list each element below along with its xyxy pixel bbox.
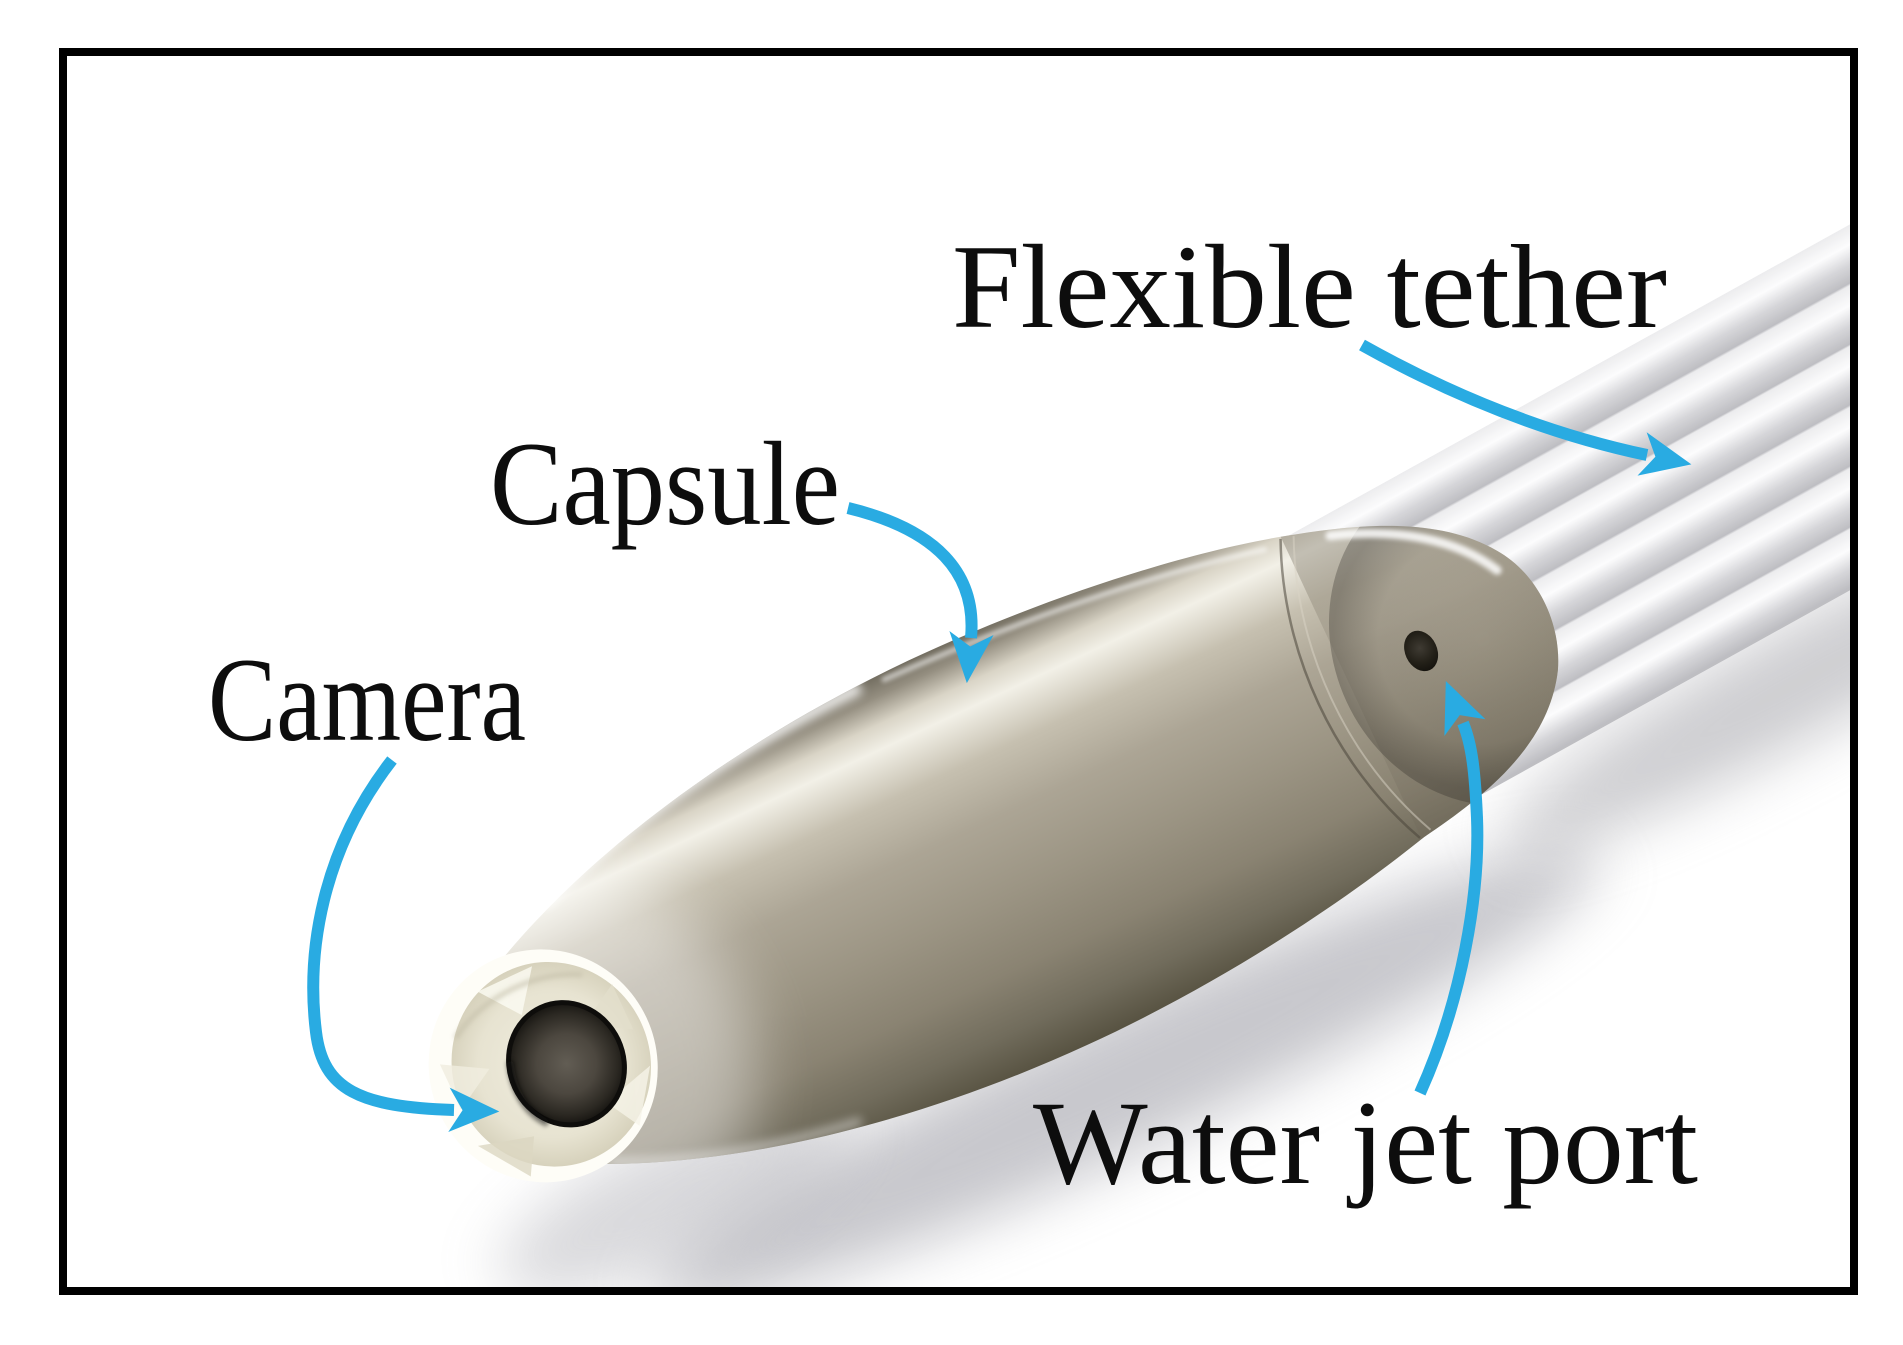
face-inner-shadow (453, 971, 583, 1040)
water-jet-port-hole (1404, 630, 1439, 672)
water-jet-port-arrow (1414, 681, 1486, 1096)
facet (606, 1065, 651, 1126)
tail-seam-line (1279, 538, 1421, 839)
label-water-jet-port: Water jet port (1033, 1076, 1698, 1209)
facet (439, 1064, 490, 1110)
facet (477, 1136, 535, 1177)
illustration-clip-group: Flexible tether Capsule Camera Water jet… (208, 128, 1850, 1287)
capsule-shadow (653, 850, 1598, 1287)
label-flexible-tether: Flexible tether (952, 220, 1667, 353)
bottom-front-highlight (608, 1117, 863, 1166)
tail-seam-highlight (1292, 536, 1432, 831)
tether-arrow (1359, 339, 1692, 476)
face-facets (439, 966, 651, 1177)
lens-edge-crescent (506, 1061, 550, 1127)
capsule-shadow-group (499, 850, 1598, 1287)
callout-arrows (307, 339, 1692, 1133)
top-specular-streak-2 (881, 547, 1268, 683)
camera-arrow (307, 756, 500, 1133)
label-camera: Camera (208, 633, 526, 766)
dome-highlight (1325, 528, 1502, 575)
capsule-arrow (846, 502, 994, 684)
camera-head-shadow (499, 1101, 848, 1287)
tether-shadow (1503, 508, 1850, 852)
camera-face-group (428, 949, 658, 1183)
label-capsule: Capsule (490, 417, 840, 550)
